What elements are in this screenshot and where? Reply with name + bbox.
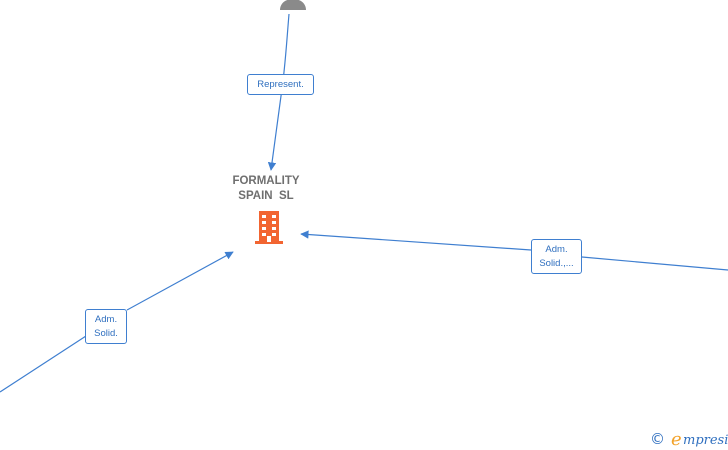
- company-name-line1: FORMALITY: [232, 175, 300, 187]
- edge-line-right: [301, 234, 728, 271]
- brand-text: mpresia: [683, 433, 728, 448]
- edge-label-text: Adm.: [545, 244, 568, 255]
- edge-label-text: Solid.,...: [539, 258, 574, 269]
- edge-label-adm-solid-left[interactable]: Adm. Solid.: [85, 309, 127, 344]
- edge-label-text: Adm.: [94, 314, 118, 325]
- edge-line-left: [0, 252, 233, 393]
- copyright-symbol: ©: [650, 430, 665, 448]
- brand-initial: e: [671, 429, 682, 449]
- building-icon[interactable]: [253, 209, 285, 245]
- brand-footer: © e mpresia: [650, 429, 728, 449]
- empresia-logo[interactable]: e mpresia: [670, 429, 728, 449]
- edge-label-text: Represent.: [257, 79, 304, 90]
- edge-label-text: Solid.: [94, 328, 118, 339]
- edge-label-adm-solid-right[interactable]: Adm. Solid.,...: [531, 239, 582, 274]
- company-name-line2: SPAIN SL: [238, 190, 294, 202]
- company-name[interactable]: FORMALITY SPAIN SL: [206, 174, 326, 204]
- edge-label-represent[interactable]: Represent.: [247, 74, 314, 95]
- person-icon[interactable]: [277, 0, 309, 10]
